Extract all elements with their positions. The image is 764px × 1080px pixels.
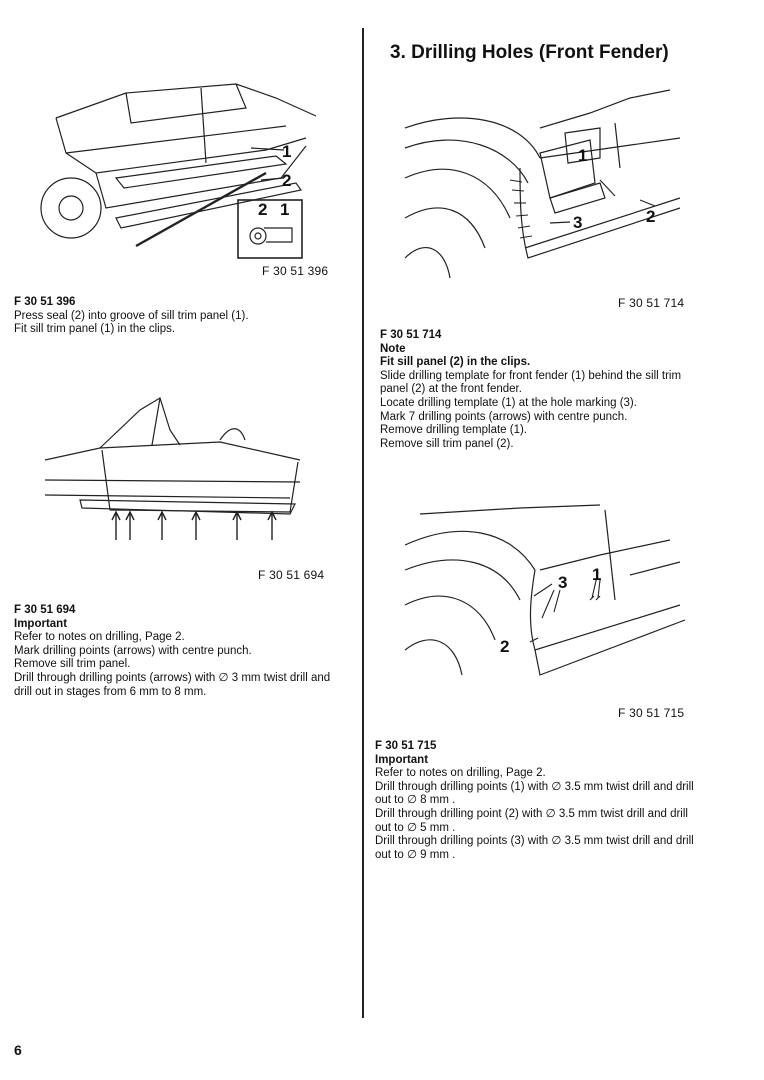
figure-drilling-template: 1 3 2	[400, 88, 690, 298]
caption-subheading-2: Fit sill panel (2) in the clips.	[380, 356, 531, 369]
caption-line: Drill through drilling points (1) with ∅…	[375, 780, 694, 793]
caption-f3051694: F 30 51 694 Important Refer to notes on …	[14, 604, 330, 699]
callout-3: 3	[573, 213, 582, 232]
caption-code: F 30 51 396	[14, 296, 76, 308]
inset-callout-1: 1	[280, 200, 289, 219]
caption-line: Mark drilling points (arrows) with centr…	[14, 644, 252, 657]
caption-line: Remove sill trim panel.	[14, 658, 131, 671]
caption-line: Remove drilling template (1).	[380, 424, 528, 437]
door-sill-illustration	[44, 397, 301, 540]
figure-drilling-points: 3 1 2	[400, 500, 690, 710]
caption-line: out to ∅ 5 mm .	[375, 821, 456, 834]
caption-subheading: Important	[14, 617, 68, 630]
callout-2: 2	[646, 207, 655, 226]
page-number: 6	[14, 1042, 22, 1058]
figure-code: F 30 51 714	[618, 296, 685, 310]
figure-code: F 30 51 715	[618, 706, 685, 720]
caption-line: Press seal (2) into groove of sill trim …	[14, 309, 249, 322]
fender-drilling-points-illustration	[404, 504, 686, 676]
caption-line: Fit sill trim panel (1) in the clips.	[14, 323, 176, 336]
callout-1: 1	[578, 146, 587, 165]
figure-code: F 30 51 396	[262, 264, 329, 278]
caption-line: Refer to notes on drilling, Page 2.	[14, 631, 185, 644]
column-divider	[362, 28, 364, 1018]
caption-line: drill out in stages from 6 mm to 8 mm.	[14, 685, 207, 698]
figure-4-callouts: 3 1 2	[500, 565, 601, 656]
inset-callout-2: 2	[258, 200, 267, 219]
caption-f3051396: F 30 51 396 Press seal (2) into groove o…	[14, 296, 249, 337]
caption-f3051714: F 30 51 714 Note Fit sill panel (2) in t…	[380, 329, 681, 451]
section-title: 3. Drilling Holes (Front Fender)	[390, 42, 669, 63]
caption-line: Drill through drilling point (2) with ∅ …	[375, 807, 688, 820]
caption-line: panel (2) at the front fender.	[380, 383, 522, 396]
front-fender-template-illustration	[404, 89, 681, 279]
caption-line: Drill through drilling points (arrows) w…	[14, 671, 331, 684]
figure-1-callouts: 1 2 2 1	[258, 142, 291, 219]
callout-2: 2	[500, 637, 509, 656]
caption-subheading: Important	[375, 753, 429, 766]
caption-code: F 30 51 714	[380, 329, 442, 341]
figure-3-callouts: 1 3 2	[573, 146, 655, 232]
caption-line: Refer to notes on drilling, Page 2.	[375, 767, 546, 780]
caption-f3051715: F 30 51 715 Important Refer to notes on …	[375, 740, 694, 862]
caption-line: Remove sill trim panel (2).	[380, 437, 514, 450]
figure-drilling-arrows	[40, 390, 320, 540]
figure-code: F 30 51 694	[258, 568, 325, 582]
caption-line: Drill through drilling points (3) with ∅…	[375, 835, 694, 848]
caption-code: F 30 51 715	[375, 740, 437, 752]
caption-code: F 30 51 694	[14, 604, 76, 616]
caption-line: Mark 7 drilling points (arrows) with cen…	[380, 410, 628, 423]
callout-1: 1	[592, 565, 601, 584]
caption-line: out to ∅ 8 mm .	[375, 794, 456, 807]
callout-2: 2	[282, 171, 291, 190]
caption-subheading: Note	[380, 342, 406, 355]
caption-line: Slide drilling template for front fender…	[380, 369, 682, 382]
figure-sill-trim-seal: 1 2 2 1	[36, 78, 336, 268]
callout-1: 1	[282, 142, 291, 161]
callout-3: 3	[558, 573, 567, 592]
caption-line: Locate drilling template (1) at the hole…	[380, 396, 637, 409]
caption-line: out to ∅ 9 mm .	[375, 848, 456, 861]
sill-trim-illustration	[40, 83, 317, 259]
